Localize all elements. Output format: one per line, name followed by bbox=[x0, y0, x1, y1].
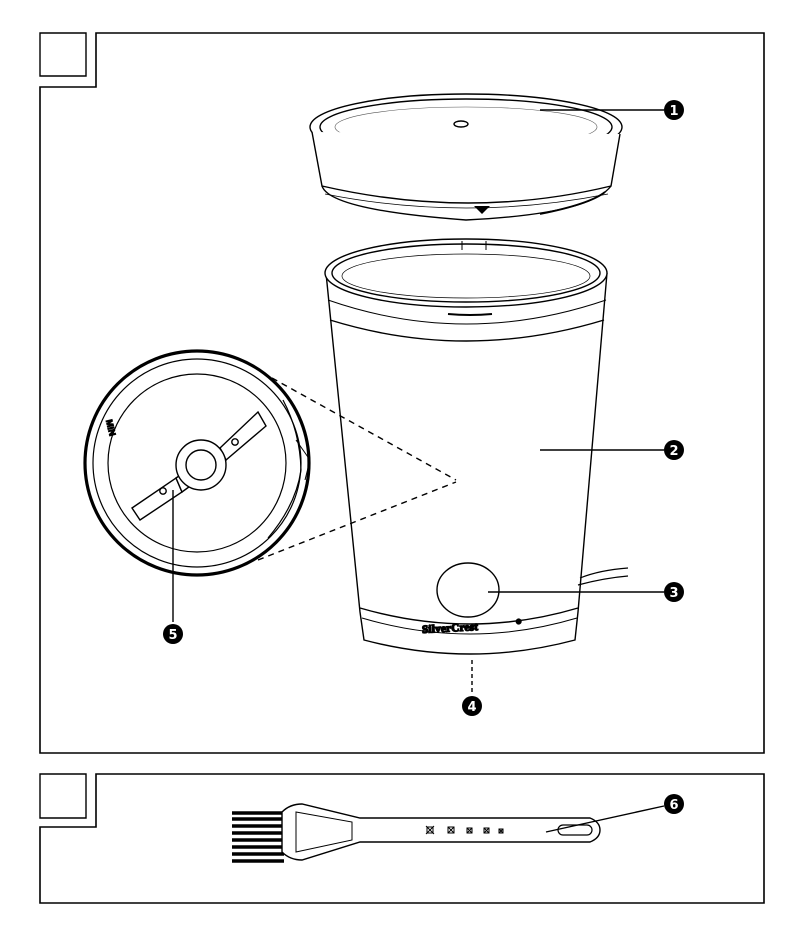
brush-handle bbox=[282, 804, 600, 860]
brush-bristles bbox=[232, 813, 284, 861]
callout-6: 6 bbox=[664, 794, 684, 814]
triangle-marker-icon bbox=[474, 206, 490, 214]
brand-registered-mark: ® bbox=[516, 618, 522, 626]
callout-3-number: 3 bbox=[669, 586, 678, 601]
power-button-shape bbox=[437, 563, 499, 617]
callout-4: 4 bbox=[462, 696, 482, 716]
lid bbox=[310, 94, 622, 220]
callout-2-number: 2 bbox=[669, 444, 678, 459]
callout-6-number: 6 bbox=[669, 798, 678, 813]
callout-5: 5 bbox=[163, 624, 183, 644]
callout-1: 1 bbox=[664, 100, 684, 120]
cable bbox=[578, 568, 628, 585]
blade-detail: MIN bbox=[85, 351, 310, 575]
callout-5-number: 5 bbox=[168, 628, 177, 643]
corner-box-2 bbox=[40, 774, 86, 818]
callout-4-number: 4 bbox=[467, 700, 476, 715]
callout-3: 3 bbox=[664, 582, 684, 602]
cleaning-brush bbox=[232, 804, 600, 861]
corner-box-1 bbox=[40, 33, 86, 76]
callout-1-number: 1 bbox=[669, 104, 678, 119]
callout-2: 2 bbox=[664, 440, 684, 460]
